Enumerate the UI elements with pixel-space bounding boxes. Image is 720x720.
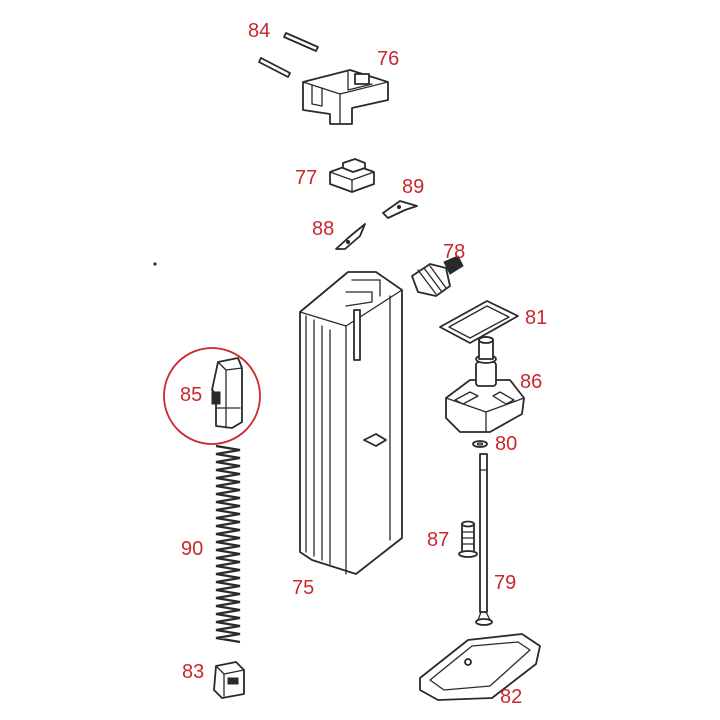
part-78-valve (411, 255, 464, 297)
label-84: 84 (248, 20, 271, 42)
part-90-spring (215, 444, 241, 644)
part-75-magazine-body (299, 271, 403, 575)
part-89-lever (382, 200, 418, 219)
part-82-base-plate (419, 633, 541, 701)
label-90: 90 (181, 538, 204, 560)
label-82: 82 (500, 686, 523, 708)
part-87-screw (458, 520, 478, 558)
stray-dot (153, 262, 157, 266)
label-81: 81 (525, 307, 548, 329)
label-89: 89 (402, 176, 425, 198)
part-76-block (302, 69, 389, 125)
part-84-pins (258, 32, 319, 78)
label-79: 79 (494, 572, 517, 594)
label-86: 86 (520, 371, 543, 393)
label-78: 78 (443, 241, 466, 263)
label-83: 83 (182, 661, 205, 683)
label-75: 75 (292, 577, 315, 599)
part-79-rod (475, 453, 493, 626)
label-88: 88 (312, 218, 335, 240)
label-77: 77 (295, 167, 318, 189)
part-83-clip (213, 661, 245, 699)
part-86-valve-body (445, 336, 525, 433)
label-87: 87 (427, 529, 450, 551)
part-88-lever (335, 223, 366, 250)
highlight-circle (163, 347, 261, 445)
part-77-small-block (329, 158, 375, 193)
label-80: 80 (495, 433, 518, 455)
label-76: 76 (377, 48, 400, 70)
label-85: 85 (180, 384, 203, 406)
part-85-follower (163, 347, 261, 445)
part-81-gasket (439, 300, 519, 344)
part-80-ring (472, 440, 488, 448)
